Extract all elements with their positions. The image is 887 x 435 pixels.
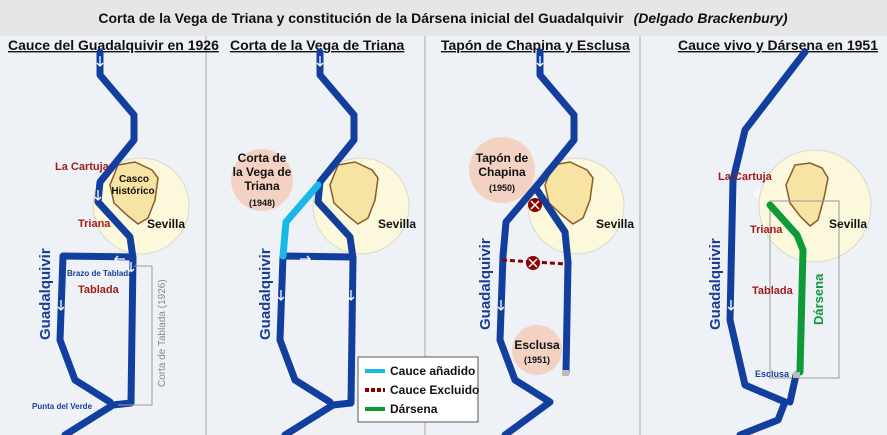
river-main xyxy=(281,48,358,435)
brazo-de-tablada-river xyxy=(56,252,137,406)
tapon-highlight xyxy=(469,137,535,203)
river-esclusa-link xyxy=(786,371,800,406)
panel-1: La Cartuja Casco Histórico Sevilla Trian… xyxy=(32,48,190,435)
flow-arrow-icons xyxy=(727,189,761,311)
flow-arrow-icons xyxy=(277,56,355,301)
label-tapon-line2: Chapina xyxy=(478,165,526,179)
label-la-cartuja: La Cartuja xyxy=(55,161,110,173)
label-corta-de-tablada: Corta de Tablada (1926) xyxy=(157,279,168,387)
panel-4: La Cartuja Sevilla Triana Tablada Dársen… xyxy=(707,48,872,435)
corta-highlight xyxy=(231,149,293,211)
corta-de-tablada-bracket xyxy=(118,265,153,406)
label-sevilla: Sevilla xyxy=(829,217,867,231)
casco-historico-area xyxy=(329,161,379,225)
esclusa-highlight xyxy=(512,325,562,375)
river-main xyxy=(496,48,578,435)
panel-4-heading: Cauce vivo y Dársena en 1951 xyxy=(678,37,878,53)
label-triana: Triana xyxy=(750,224,783,236)
casco-historico-area xyxy=(109,161,159,225)
corta-vega-triana-channel xyxy=(279,181,322,260)
darsena-channel xyxy=(766,201,807,376)
legend-label-darsena: Dársena xyxy=(390,402,438,416)
label-historico: Histórico xyxy=(111,186,154,197)
label-guadalquivir: Guadalquivir xyxy=(257,248,274,340)
label-tablada: Tablada xyxy=(752,285,794,297)
esclusa-marker xyxy=(562,370,569,376)
legend: Cauce añadido Cauce Excluido Dársena xyxy=(357,356,479,423)
label-triana: Triana xyxy=(78,218,111,230)
label-tablada: Tablada xyxy=(78,284,120,296)
river-main xyxy=(726,48,809,435)
casco-historico-area xyxy=(785,162,829,227)
label-guadalquivir: Guadalquivir xyxy=(477,238,494,330)
label-punta-del-verde: Punta del Verde xyxy=(32,402,93,411)
label-tapon-line1: Tapón de xyxy=(476,151,529,165)
legend-label-added: Cauce añadido xyxy=(390,364,475,378)
panel-2-heading: Corta de la Vega de Triana xyxy=(230,37,405,53)
label-esclusa: Esclusa xyxy=(514,338,560,352)
label-corta-line2: la Vega de xyxy=(233,165,292,179)
label-sevilla: Sevilla xyxy=(378,217,416,231)
label-la-cartuja: La Cartuja xyxy=(718,171,773,183)
title: Corta de la Vega de Triana y constitució… xyxy=(98,10,788,26)
blocked-x-icon xyxy=(526,256,540,270)
label-esclusa-year: (1951) xyxy=(524,355,550,365)
panel-1-heading: Cauce del Guadalquivir en 1926 xyxy=(8,37,219,53)
label-sevilla: Sevilla xyxy=(147,217,185,231)
panel-3-heading: Tapón de Chapina y Esclusa xyxy=(441,37,630,53)
panel-3: Tapón de Chapina (1950) Sevilla Guadalqu… xyxy=(469,48,634,435)
river-main xyxy=(61,48,138,435)
label-brazo-de-tablada: Brazo de Tablada xyxy=(67,269,133,278)
legend-label-excluded: Cauce Excluido xyxy=(390,383,479,397)
river-darsena-arm xyxy=(533,186,572,376)
flow-arrow-icons xyxy=(497,56,544,311)
label-tapon-year: (1950) xyxy=(489,183,515,193)
casco-historico-area xyxy=(544,161,594,225)
river-old-branch xyxy=(276,252,357,406)
esclusa-marker xyxy=(793,372,800,378)
label-guadalquivir: Guadalquivir xyxy=(707,238,724,330)
label-corta-line1: Corta de xyxy=(238,151,287,165)
label-guadalquivir: Guadalquivir xyxy=(37,248,54,340)
panel-2: Corta de la Vega de Triana (1948) Sevill… xyxy=(231,48,416,435)
label-corta-line3: Triana xyxy=(244,179,280,193)
flow-arrow-icons xyxy=(57,56,135,311)
title-bar xyxy=(0,0,887,36)
label-sevilla: Sevilla xyxy=(596,217,634,231)
darsena-bracket xyxy=(769,200,840,379)
label-casco: Casco xyxy=(119,174,149,185)
label-esclusa: Esclusa xyxy=(755,369,790,379)
label-corta-year: (1948) xyxy=(249,198,275,208)
tapon-x-icon xyxy=(528,198,542,212)
label-darsena: Dársena xyxy=(811,273,826,325)
